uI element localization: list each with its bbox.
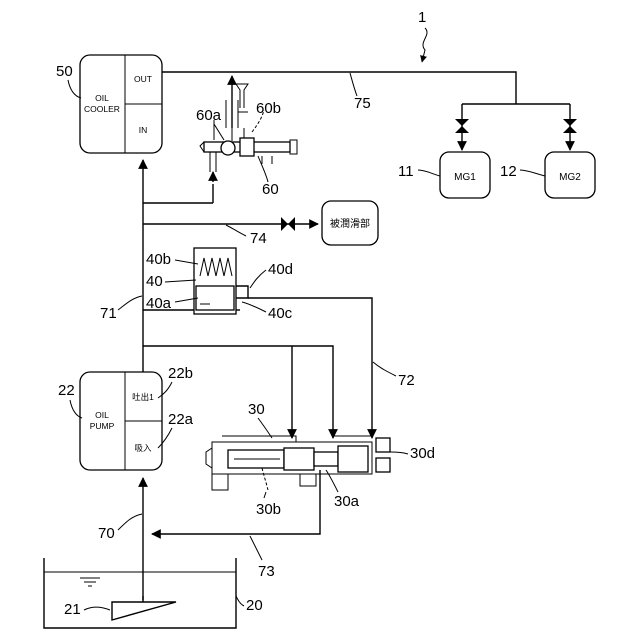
strainer-leader [84,607,110,610]
oil-cooler-name-1: OIL [95,93,109,103]
oil-pump-suction-label: 吸入 [134,443,152,453]
control-valve-ref-d: 30d [410,445,435,462]
oil-pump-name-2: PUMP [90,421,115,431]
motor-mg2-ref: 12 [500,163,517,180]
relief-valve-spool-ref: 40a [146,295,172,312]
orifice-mg1 [455,119,469,133]
relief-valve-port-d-ref: 40d [268,261,293,278]
oil-pump-discharge-ref: 22b [168,365,193,382]
oil-cooler-out-label: OUT [134,74,152,84]
thermo-valve-leader-a [214,124,224,140]
oil-cooler-ref: 50 [56,63,73,80]
line-73 [152,470,320,534]
motor-mg2-label: MG2 [559,172,581,183]
motor-mg1-ref: 11 [398,163,414,180]
oil-pump-suction-ref: 22a [168,411,194,428]
control-valve-leader-b [264,492,266,498]
thermo-valve [200,76,297,182]
line-72-ref: 72 [398,372,415,389]
line-72 [248,298,372,438]
line-70-ref: 70 [98,525,115,542]
oil-cooler-ref-leader [68,80,81,98]
line-73-ref: 73 [258,563,275,580]
strainer-ref: 21 [64,601,81,618]
thermo-valve-ref: 60 [262,181,279,198]
control-valve-ref-b: 30b [256,501,281,518]
line-75-ref: 75 [354,95,371,112]
thermo-valve-ref-a: 60a [196,107,222,124]
relief-valve-ref: 40 [146,273,163,290]
motor-mg1-label: MG1 [454,172,476,183]
relief-valve-port-d-leader [250,270,266,288]
line-75 [162,72,516,104]
control-valve-leader-d [390,452,408,454]
oil-cooler-in-label: IN [139,125,148,135]
figure-leader [422,28,427,62]
lubricated-part-label: 被潤滑部 [330,217,370,230]
oil-pump-ref: 22 [58,382,75,399]
orifice-mg2 [563,119,577,133]
control-valve-leader [258,418,272,438]
line-74-leader [226,225,246,236]
relief-valve-port-c-ref: 40c [268,305,293,322]
thermo-valve-leader [258,156,268,182]
oil-pan-ref: 20 [246,597,263,614]
relief-valve-port-c-leader [242,302,266,312]
line-72-leader [373,362,396,376]
control-valve-ref-a: 30a [334,493,360,510]
oil-pump: OIL PUMP 吐出1 吸入 [80,372,162,470]
oil-cooler: OIL COOLER OUT IN [80,55,162,153]
line-74-ref: 74 [250,230,267,247]
relief-valve-leader [165,280,196,282]
line-71-ref: 71 [100,305,117,322]
control-valve-leader-a [326,470,338,492]
line-73-leader [250,536,262,560]
strainer [112,602,176,620]
relief-valve-spring-ref: 40b [146,251,171,268]
control-valve-ref: 30 [248,401,265,418]
line-70-leader [118,514,142,530]
oil-pump-name-1: OIL [95,410,109,420]
line-75-leader [350,73,357,96]
motor-mg1-leader [418,170,440,176]
oil-pan-leader [236,596,244,606]
line-71-leader [118,296,142,310]
oil-cooler-name-2: COOLER [84,104,120,114]
control-valve [206,436,390,490]
oil-pump-discharge-label: 吐出1 [132,392,154,402]
motor-mg2-leader [520,170,545,176]
figure-number: 1 [418,9,426,26]
thermo-valve-ref-b: 60b [256,100,281,117]
orifice-74 [281,217,295,231]
